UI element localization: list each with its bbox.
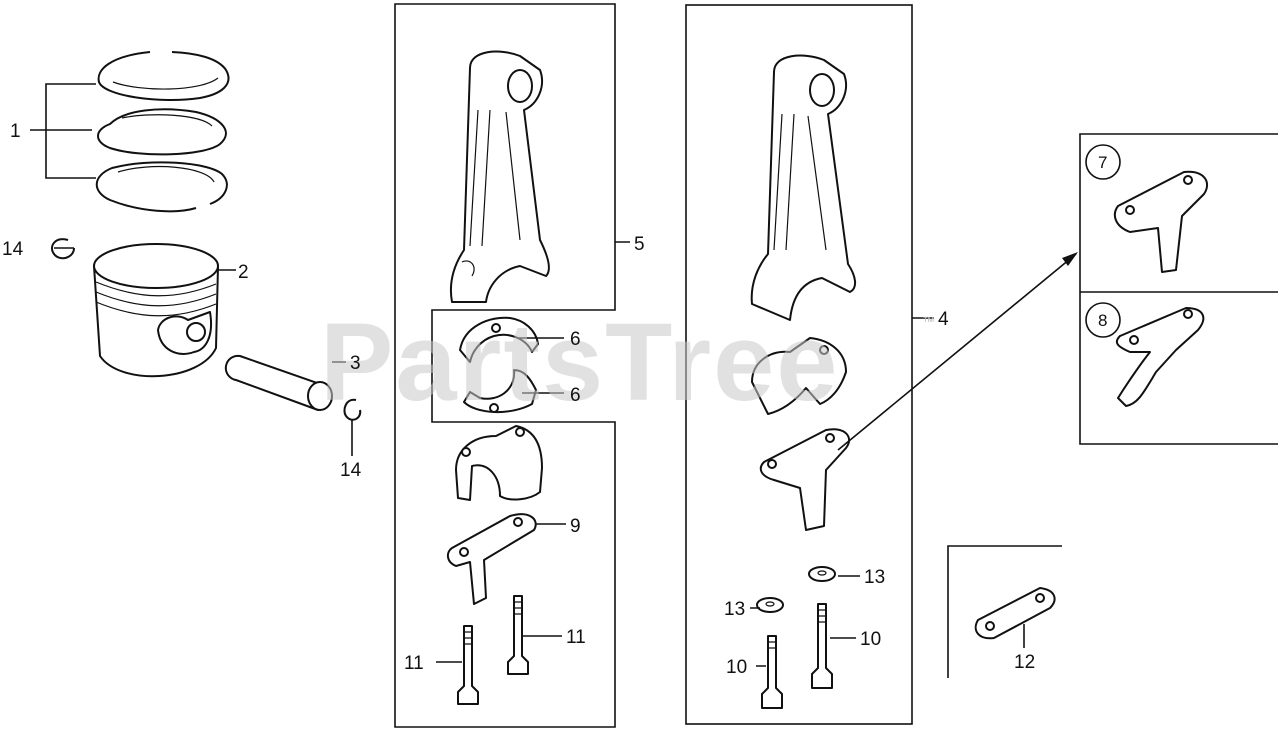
lock-plate-9 (446, 513, 537, 605)
callout-12: 12 (1014, 652, 1035, 673)
option-7-circle (1085, 144, 1121, 180)
connecting-rod-assembly-frame (685, 4, 913, 725)
callout-6-upper: 6 (570, 329, 581, 350)
callout-13-right: 13 (864, 567, 885, 588)
callout-11-right: 11 (566, 627, 586, 648)
callout-14-left: 14 (2, 239, 24, 260)
piston-pin-clip-lower (343, 398, 362, 421)
callout-10-left: 10 (726, 657, 747, 678)
callout-9: 9 (570, 516, 581, 537)
ring-leader-bracket (30, 83, 96, 179)
leader-lines (54, 241, 1025, 667)
washer-13-upper (808, 566, 836, 582)
rod-bolt-11-short (457, 625, 479, 705)
option-8-label: 8 (1098, 311, 1107, 330)
callout-2: 2 (238, 262, 249, 283)
plate-12 (974, 587, 1056, 640)
connecting-rod (450, 50, 550, 303)
inset-arrowhead (1062, 252, 1078, 266)
connecting-rod-cap (455, 425, 543, 501)
piston (93, 243, 219, 378)
piston-pin (224, 354, 333, 411)
assembly-bearing (751, 337, 847, 415)
inset-options-frame (1079, 133, 1278, 445)
piston-rings (95, 51, 230, 213)
lock-plate-assembly (759, 428, 851, 531)
connecting-rod-assembly (750, 54, 856, 321)
callout-1: 1 (10, 121, 21, 142)
lock-plate-option-7 (1113, 170, 1209, 273)
rod-bolt-10-long (811, 603, 833, 689)
bearing-lower (463, 369, 537, 414)
callout-4: 4 (938, 309, 949, 330)
option-8-circle (1085, 302, 1121, 338)
callout-14-lower: 14 (340, 460, 362, 481)
callout-5: 5 (634, 234, 645, 255)
callout-6-lower: 6 (570, 385, 581, 406)
lock-plate-option-8 (1115, 307, 1205, 407)
washer-13-lower (756, 597, 784, 613)
bearing-upper (459, 316, 539, 363)
rod-bolt-10-short (761, 635, 783, 709)
watermark-logo: PartsTree (320, 301, 839, 424)
watermark-trademark: ™ (922, 314, 935, 329)
callout-10-right: 10 (860, 629, 881, 650)
plate-frame (947, 545, 1062, 678)
callout-11-left: 11 (404, 653, 424, 674)
connecting-rod-kit-frame (394, 3, 616, 728)
callout-13-left: 13 (724, 599, 745, 620)
callout-3: 3 (350, 353, 361, 374)
option-7-label: 7 (1098, 153, 1107, 172)
inset-arrow (837, 253, 1077, 451)
rod-bolt-11-long (507, 595, 529, 675)
